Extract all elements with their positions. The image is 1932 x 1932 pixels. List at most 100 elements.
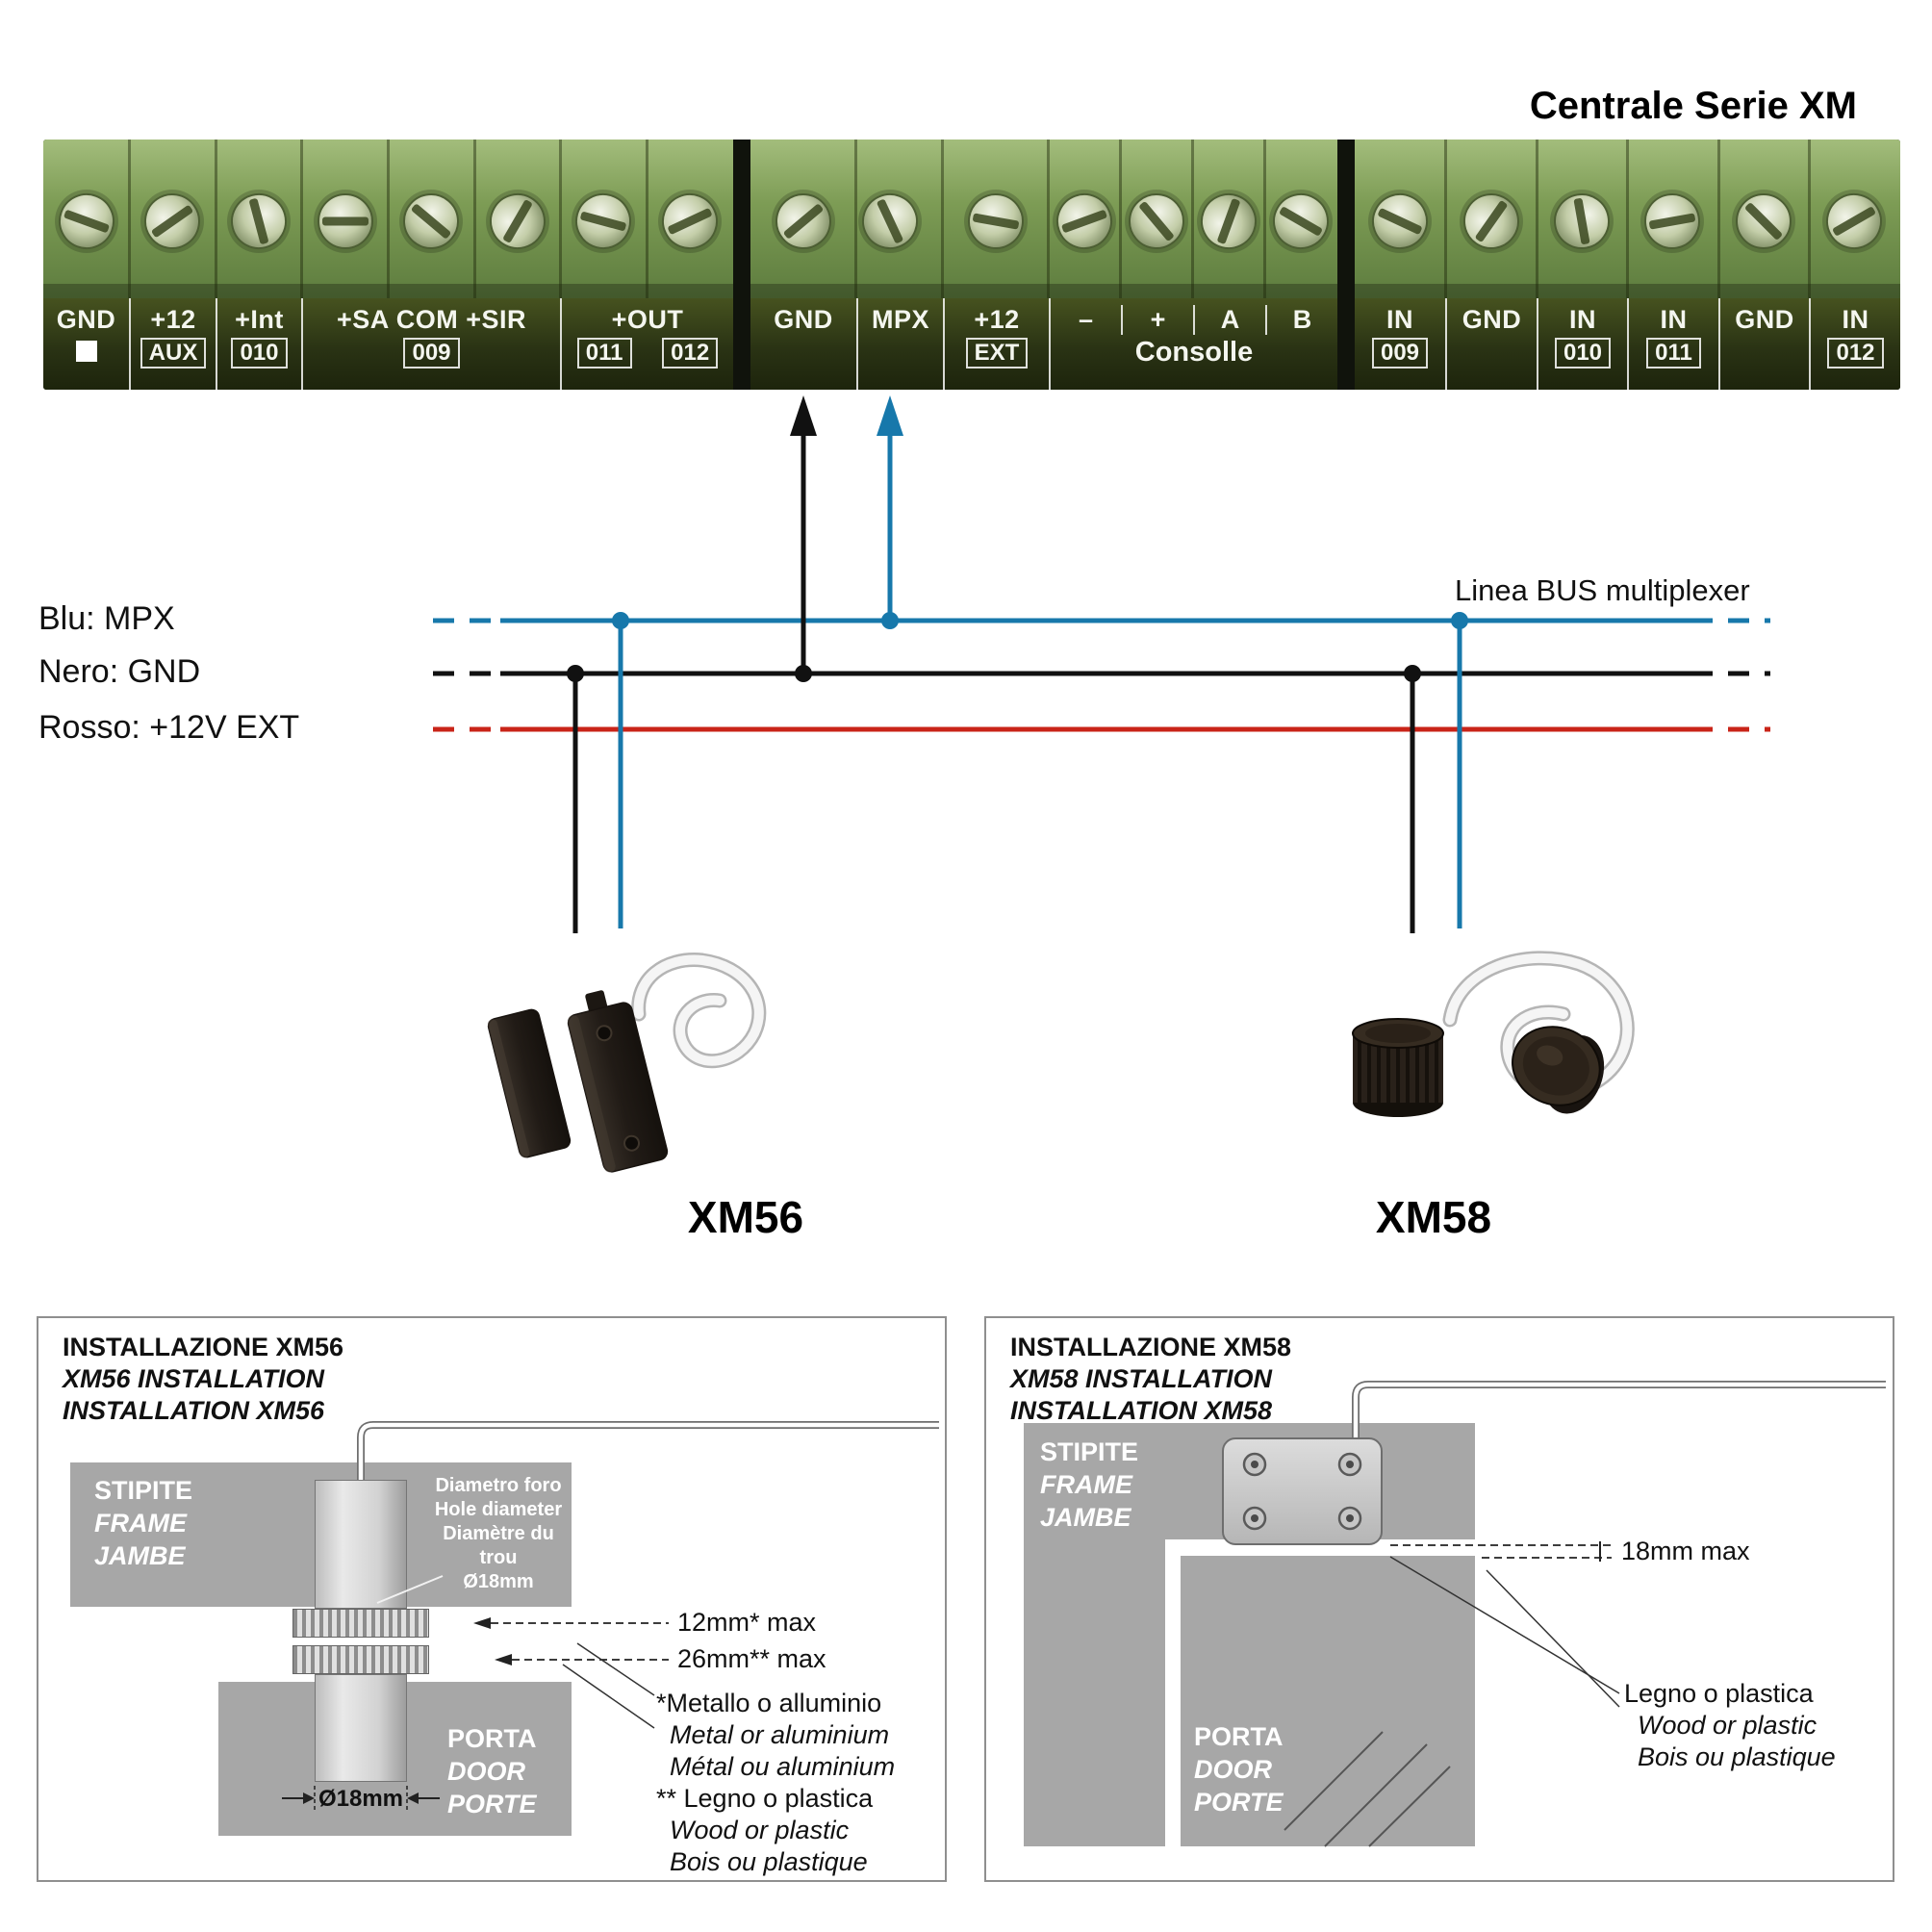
screw-icon <box>55 190 118 253</box>
glass-hatch-line <box>1324 1743 1428 1847</box>
door-block <box>1181 1556 1475 1846</box>
frame-label-it: STIPITE <box>1040 1437 1139 1466</box>
screw-icon <box>572 190 635 253</box>
door-label-en: DOOR <box>1194 1755 1272 1784</box>
terminal-cell-out: +OUT 011 012 <box>560 298 733 390</box>
door-label-fr: PORTE <box>447 1790 537 1818</box>
terminal-label: GND <box>1462 305 1522 334</box>
screw-icon <box>772 190 835 253</box>
note-wood-it: ** Legno o plastica <box>656 1784 874 1813</box>
terminal-cell-sirena: +SA COM +SIR 009 <box>301 298 560 390</box>
terminal-screws-svg <box>1355 140 1900 298</box>
door-label: PORTA DOOR PORTE <box>447 1722 537 1820</box>
diameter-label: Ø18mm <box>318 1786 404 1812</box>
terminal-cell-in012: IN 012 <box>1809 298 1900 390</box>
terminal-label: AUX <box>140 338 207 369</box>
terminal-label: +SA COM +SIR <box>336 305 527 334</box>
junction-dot <box>612 612 629 629</box>
terminal-label: +12 <box>150 305 196 334</box>
dim-arrow-icon <box>495 1654 512 1665</box>
installation-box-xm58: INSTALLAZIONE XM58 XM58 INSTALLATION INS… <box>984 1316 1894 1882</box>
xm58-annotations-svg <box>1242 1381 1886 1847</box>
terminal-cell-mpx: MPX <box>856 298 943 390</box>
gnd-arrow-icon <box>790 395 817 436</box>
silkscreen-square <box>75 341 97 362</box>
terminal-group-inputs: IN 009 GND IN 010 IN 011 GND I <box>1355 140 1900 390</box>
frame-label-fr: JAMBE <box>1040 1503 1131 1532</box>
xm56-label: XM56 <box>687 1192 804 1242</box>
door-label-it: PORTA <box>1194 1722 1284 1751</box>
note-wood-fr: Bois ou plastique <box>1638 1742 1836 1771</box>
diameter-arrow-icon <box>407 1792 419 1804</box>
terminal-group-outputs: GND +12 AUX +Int 010 +SA COM +SIR 009 +O… <box>43 140 733 390</box>
terminal-labels-strip: IN 009 GND IN 010 IN 011 GND I <box>1355 298 1900 390</box>
note-wood-en: Wood or plastic <box>670 1816 850 1844</box>
dim-wood-text: 26mm** max <box>677 1644 826 1673</box>
terminal-label: IN <box>1660 305 1688 334</box>
hole-note-en: Hole diameter <box>434 1499 563 1520</box>
screw-icon <box>1125 190 1188 253</box>
xm56-product-image <box>487 953 767 1173</box>
terminal-label: 010 <box>231 338 288 369</box>
xm58-install-title: INSTALLAZIONE XM58 XM58 INSTALLATION INS… <box>1010 1332 1291 1427</box>
hole-note-d: Ø18mm <box>463 1571 534 1592</box>
sensor-wire <box>1352 1381 1886 1437</box>
frame-label-en: FRAME <box>94 1509 187 1538</box>
title-line-fr: INSTALLATION XM58 <box>1010 1396 1273 1425</box>
terminal-label: 012 <box>662 338 719 369</box>
junction-dot <box>795 665 812 682</box>
hole-note-fr: Diamètre du trou <box>443 1523 554 1568</box>
xm58-product-image <box>1352 951 1635 1117</box>
junction-dot <box>567 665 584 682</box>
dim-arrow-icon <box>473 1617 491 1629</box>
screw-icon <box>1822 190 1886 253</box>
material-notes: Legno o plastica Wood or plastic Bois ou… <box>1624 1678 1836 1773</box>
terminal-label: – <box>1078 305 1094 334</box>
screw-icon <box>1550 190 1614 253</box>
plate-screw-icon <box>1346 1514 1354 1522</box>
xm58-wire <box>1445 953 1633 1097</box>
terminal-group-bus: GND MPX +12 EXT – + A B Consolle <box>750 140 1337 390</box>
terminal-cell-gnd: GND <box>750 298 856 390</box>
junction-dot <box>1451 612 1468 629</box>
frame-label: STIPITE FRAME JAMBE <box>94 1474 192 1572</box>
note-wood-en: Wood or plastic <box>1638 1711 1818 1740</box>
title-line-en: XM58 INSTALLATION <box>1010 1364 1273 1393</box>
screw-icon <box>399 190 463 253</box>
ribbed-ring <box>292 1609 429 1638</box>
frame-label-fr: JAMBE <box>94 1541 186 1570</box>
note-wood-fr: Bois ou plastique <box>670 1847 868 1876</box>
screw-icon <box>1269 190 1333 253</box>
black-wire-label: Nero: GND <box>38 653 201 690</box>
terminal-label: IN <box>1842 305 1869 334</box>
plate-screw-icon <box>1346 1461 1354 1468</box>
junction-dot <box>1404 665 1421 682</box>
note-wood-it: Legno o plastica <box>1624 1679 1814 1708</box>
terminal-label: EXT <box>965 338 1029 369</box>
xm58-sensor-part <box>1352 1018 1444 1117</box>
note-leader-line <box>576 1642 655 1696</box>
frame-label: STIPITE FRAME JAMBE <box>1040 1436 1138 1534</box>
door-label-fr: PORTE <box>1194 1788 1284 1817</box>
terminal-label: 010 <box>1554 338 1612 369</box>
sensor-cylinder-upper <box>315 1480 407 1609</box>
title-line-it: INSTALLAZIONE XM56 <box>63 1333 344 1361</box>
screw-icon <box>1732 190 1795 253</box>
frame-label-en: FRAME <box>1040 1470 1132 1499</box>
frame-label-it: STIPITE <box>94 1476 193 1505</box>
screw-icon <box>314 190 377 253</box>
screw-icon <box>486 190 549 253</box>
frame-block-vertical <box>1024 1423 1165 1846</box>
hole-leader-line <box>376 1575 444 1604</box>
glass-hatch-line <box>1368 1766 1451 1847</box>
terminal-cell-12aux: +12 AUX <box>129 298 216 390</box>
sensor-wire <box>358 1422 939 1480</box>
gap-dim-text: 18mm max <box>1621 1537 1750 1565</box>
blue-wire-label: Blu: MPX <box>38 600 175 637</box>
terminal-cell-consolle: – + A B Consolle <box>1049 298 1337 390</box>
xm56-annotations-svg <box>282 1421 939 1811</box>
screw-icon <box>140 190 204 253</box>
sensor-wire <box>1353 1382 1886 1437</box>
terminal-label: +Int <box>235 305 284 334</box>
